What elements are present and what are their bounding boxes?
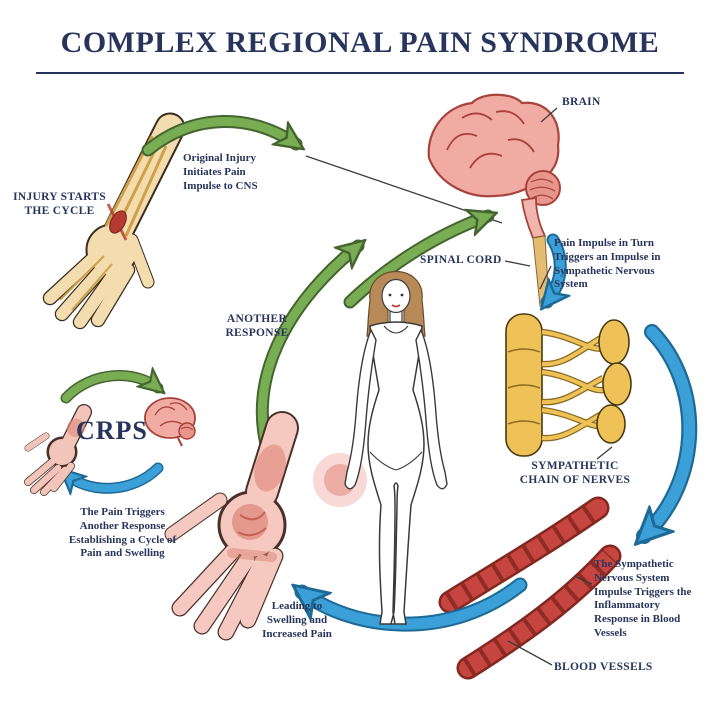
label-pain-impulse: Pain Impulse in Turn Triggers an Impulse… (554, 237, 661, 291)
label-blood-vessels: BLOOD VESSELS (554, 661, 653, 673)
arrow-cycle-top (60, 376, 158, 404)
label-pain-triggers: The Pain Triggers Another Response Estab… (68, 506, 177, 560)
arrow-injury-to-cns (141, 115, 296, 157)
swollen-hand-icon (164, 411, 299, 641)
injured-hand-icon (42, 112, 186, 330)
left-arm (344, 328, 377, 490)
arrow-hand-to-response (255, 246, 358, 459)
brain-icon (427, 93, 561, 240)
human-figure (313, 270, 448, 625)
label-sympathetic-impulse: The Sympathetic Nervous System Impulse T… (594, 558, 692, 639)
label-brain: BRAIN (562, 96, 601, 108)
arrow-cycle-bottom (66, 462, 164, 488)
sympathetic-chain-icon (505, 313, 632, 457)
crps-cycle (24, 376, 196, 496)
page-title: COMPLEX REGIONAL PAIN SYNDROME (60, 26, 660, 59)
label-spinal-cord: SPINAL CORD (420, 254, 502, 266)
label-crps: CRPS (76, 416, 148, 445)
label-injury-starts: INJURY STARTS THE CYCLE (13, 191, 106, 218)
label-another-response: ANOTHER RESPONSE (225, 313, 289, 340)
label-original-injury: Original Injury Initiates Pain Impulse t… (183, 152, 258, 192)
face (381, 278, 411, 314)
mini-brain-icon (144, 397, 196, 447)
arrow-response-to-brain (343, 216, 488, 309)
title-underline (36, 72, 684, 74)
label-leading-to-swelling: Leading to Swelling and Increased Pain (262, 600, 332, 640)
arrow-chain-to-vessels (644, 324, 698, 536)
leader-lines (504, 107, 613, 666)
mini-hand-icon (24, 404, 92, 496)
torso-and-legs (367, 321, 425, 625)
blood-vessels-icon (438, 496, 622, 680)
right-arm (415, 328, 448, 490)
arrow-brain-to-chain (547, 233, 560, 302)
label-sympathetic-chain: SYMPATHETIC CHAIN OF NERVES (519, 460, 631, 487)
